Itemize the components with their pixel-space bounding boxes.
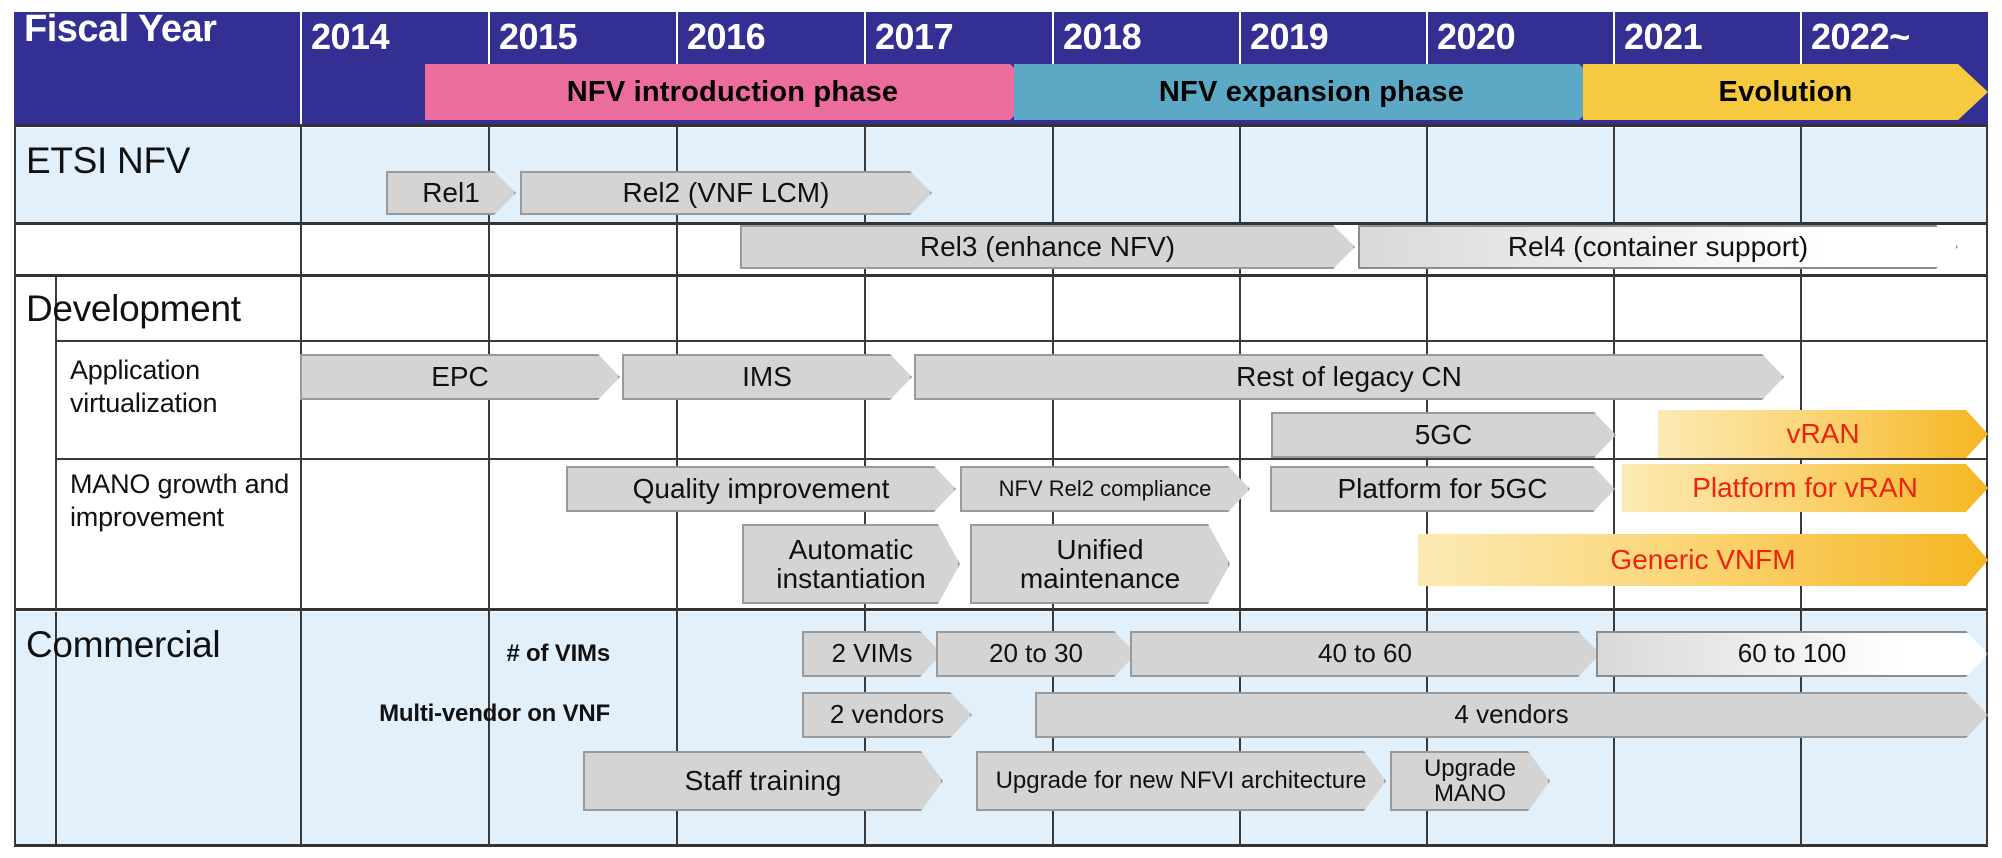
etsi-nfv-section	[14, 128, 1988, 224]
year-cell-2014: 2014	[300, 12, 488, 64]
phase-bar-nfv-introduction: NFV introduction phase	[425, 64, 1040, 120]
bar-platform-for-vran: Platform for vRAN	[1622, 464, 1988, 512]
bar-upgrade-mano: Upgrade MANO	[1390, 751, 1550, 811]
bar-label-staff-training: Staff training	[684, 765, 842, 797]
mano-line1: MANO growth and	[70, 469, 290, 499]
bar-rel4: Rel4 (container support)	[1358, 225, 1958, 269]
bar-2-vims: 2 VIMs	[802, 631, 942, 677]
bar-label-rel2: Rel2 (VNF LCM)	[622, 177, 830, 209]
bar-label-rel1: Rel1	[422, 177, 480, 209]
hline-header-bottom	[14, 124, 1988, 127]
bar-unified-maintenance: Unified maintenance	[970, 524, 1230, 604]
bar-staff-training: Staff training	[583, 751, 943, 811]
phase-label-evolution: Evolution	[1718, 75, 1853, 108]
row-label-mano-growth: MANO growth and improvement	[70, 468, 305, 534]
row-label-num-vims: # of VIMs	[506, 640, 610, 667]
bar-label-unified-maintenance: Unified maintenance	[1014, 535, 1186, 594]
bar-upgrade-nfvi: Upgrade for new NFVI architecture	[976, 751, 1386, 811]
bar-label-2-vendors: 2 vendors	[829, 699, 945, 730]
bar-label-generic-vnfm: Generic VNFM	[1610, 544, 1796, 576]
app-virt-line2: virtualization	[70, 388, 218, 418]
bar-label-automatic-instantiation: Automatic instantiation	[770, 535, 931, 594]
section-label-etsi-nfv: ETSI NFV	[26, 140, 191, 181]
bar-label-rest-legacy-cn: Rest of legacy CN	[1236, 361, 1462, 393]
bar-label-4-vendors: 4 vendors	[1454, 699, 1569, 730]
bar-label-platform-vran: Platform for vRAN	[1692, 472, 1918, 504]
bar-4-vendors: 4 vendors	[1035, 692, 1988, 738]
year-cell-2019: 2019	[1239, 12, 1426, 64]
bar-rel2: Rel2 (VNF LCM)	[520, 171, 932, 215]
bar-label-ims: IMS	[742, 361, 792, 393]
upgrade-mano-line1: Upgrade	[1423, 754, 1517, 782]
bar-40-to-60: 40 to 60	[1130, 631, 1600, 677]
bar-60-to-100: 60 to 100	[1596, 631, 1988, 677]
section-label-commercial: Commercial	[26, 624, 221, 665]
bar-2-vendors: 2 vendors	[802, 692, 972, 738]
upgrade-mano-line2: MANO	[1434, 780, 1506, 807]
phase-label-expansion: NFV expansion phase	[1158, 75, 1465, 108]
year-cell-2017: 2017	[864, 12, 1052, 64]
phase-bar-nfv-expansion: NFV expansion phase	[1014, 64, 1609, 120]
section-label-development: Development	[26, 288, 241, 329]
page-title: Fiscal Year	[24, 8, 217, 50]
row-label-application-virtualization: Application virtualization	[70, 354, 280, 420]
row-label-multi-vendor: Multi-vendor on VNF	[379, 700, 610, 727]
year-cell-2015: 2015	[488, 12, 676, 64]
bar-ims: IMS	[622, 354, 912, 400]
bar-rel3: Rel3 (enhance NFV)	[740, 225, 1355, 269]
year-cell-2018: 2018	[1052, 12, 1239, 64]
auto-inst-line1: Automatic	[788, 533, 914, 565]
bar-5gc: 5GC	[1271, 412, 1616, 458]
bar-generic-vnfm: Generic VNFM	[1418, 534, 1988, 586]
unified-line1: Unified	[1056, 533, 1144, 565]
bar-label-rel3: Rel3 (enhance NFV)	[919, 231, 1176, 263]
year-cell-2020: 2020	[1426, 12, 1613, 64]
bar-label-2-vims: 2 VIMs	[831, 638, 913, 669]
auto-inst-line2: instantiation	[776, 563, 926, 594]
bar-epc: EPC	[300, 354, 620, 400]
bar-label-quality-improvement: Quality improvement	[632, 473, 890, 505]
bar-label-5gc: 5GC	[1414, 419, 1473, 451]
bar-platform-for-5gc: Platform for 5GC	[1270, 466, 1615, 512]
bar-automatic-instantiation: Automatic instantiation	[742, 524, 960, 604]
phase-label-introduction: NFV introduction phase	[566, 75, 899, 108]
bar-rel1: Rel1	[386, 171, 516, 215]
bar-vran: vRAN	[1658, 410, 1988, 458]
bar-label-upgrade-nfvi: Upgrade for new NFVI architecture	[995, 767, 1367, 795]
bar-label-40-to-60: 40 to 60	[1318, 638, 1412, 669]
bar-quality-improvement: Quality improvement	[566, 466, 956, 512]
bar-label-20-to-30: 20 to 30	[989, 638, 1083, 669]
bar-label-60-to-100: 60 to 100	[1737, 638, 1847, 669]
mano-line2: improvement	[70, 502, 224, 532]
phase-bar-evolution: Evolution	[1583, 64, 1988, 120]
bar-label-platform-5gc: Platform for 5GC	[1337, 473, 1548, 505]
bar-label-upgrade-mano: Upgrade MANO	[1418, 756, 1522, 806]
year-cell-2022: 2022~	[1800, 12, 1988, 64]
app-virt-line1: Application	[70, 355, 200, 385]
bar-label-vran: vRAN	[1786, 418, 1860, 450]
year-cell-2021: 2021	[1613, 12, 1800, 64]
header-divider	[300, 12, 302, 124]
unified-line2: maintenance	[1019, 563, 1181, 594]
bar-label-rel4: Rel4 (container support)	[1507, 231, 1809, 263]
bar-label-nfv-rel2-compliance: NFV Rel2 compliance	[998, 476, 1212, 502]
bar-nfv-rel2-compliance: NFV Rel2 compliance	[960, 466, 1250, 512]
year-cell-2016: 2016	[676, 12, 864, 64]
bar-label-epc: EPC	[431, 361, 489, 393]
bar-rest-of-legacy-cn: Rest of legacy CN	[914, 354, 1784, 400]
bar-20-to-30: 20 to 30	[936, 631, 1136, 677]
